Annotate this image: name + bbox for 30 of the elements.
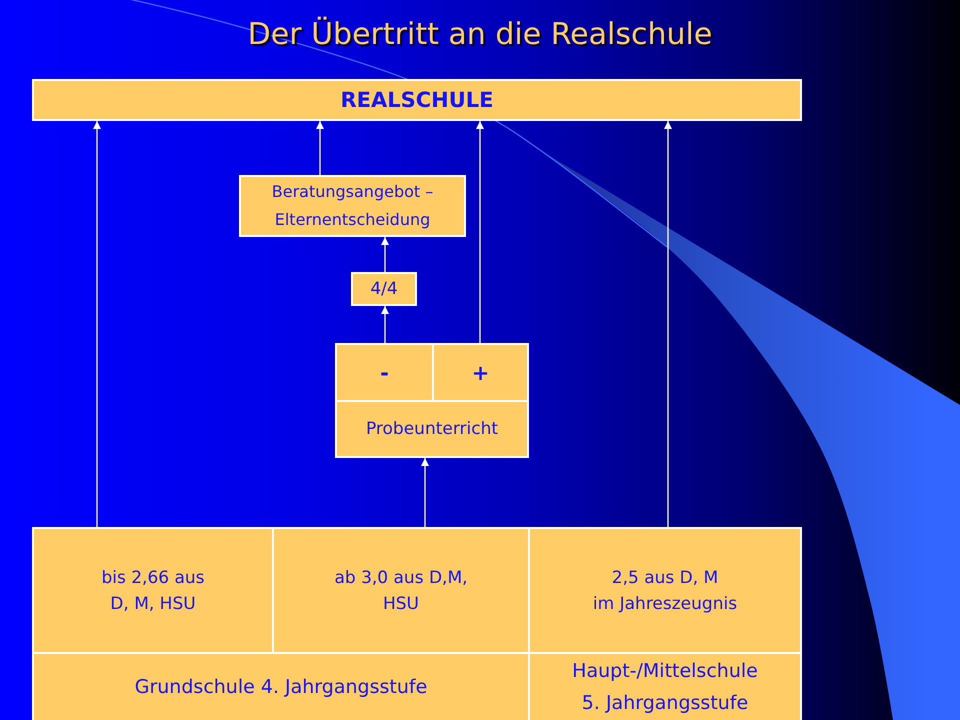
table-cell [335,343,434,402]
process-box [351,272,417,306]
box-label: 2,5 aus D, M im Jahreszeugnis [592,566,738,616]
box-label: Beratungsangebot – Elternentscheidung [272,181,434,231]
process-box [239,175,466,237]
table-cell [528,527,802,654]
arrow [381,306,389,343]
arrow [664,121,672,527]
arrow [476,121,484,343]
box-label: Haupt-/Mittelschule 5. Jahrgangsstufe [572,659,758,716]
table-cell [32,652,530,720]
box-label: 4/4 [370,278,398,300]
table-cell [528,652,802,720]
box-label: Probeunterricht [366,418,498,440]
slide-title: Der Übertritt an die Realschule [248,16,712,54]
arrow [316,121,324,175]
box-label: Grundschule 4. Jahrgangsstufe [134,675,428,700]
box-label: - [380,360,389,386]
box-label: + [472,360,490,386]
table-cell [272,527,530,654]
table-cell [32,527,274,654]
table-cell [335,400,529,458]
arrow [381,237,389,272]
header-box [32,79,802,121]
arrow [421,458,429,527]
table-cell [432,343,529,402]
box-label: ab 3,0 aus D,M, HSU [334,566,468,616]
arrow [93,121,101,527]
heading-text: REALSCHULE [340,87,494,113]
box-label: bis 2,66 aus D, M, HSU [101,566,205,616]
